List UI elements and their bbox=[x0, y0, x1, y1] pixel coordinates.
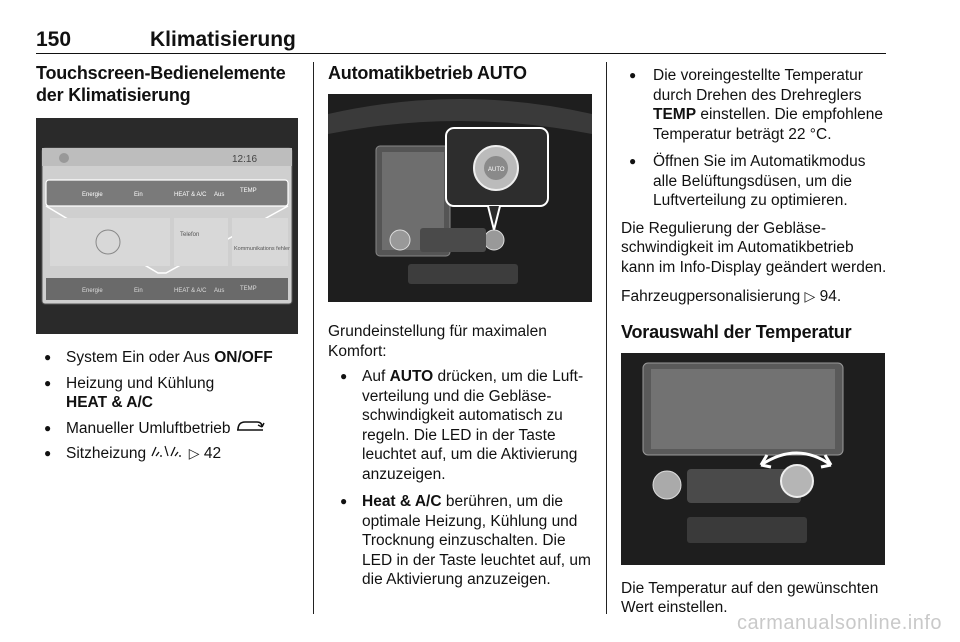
col3-bullet-list: Die voreingestellte Temperatur durch Dre… bbox=[621, 66, 887, 211]
chapter-title: Klimatisierung bbox=[150, 28, 296, 51]
page-number: 150 bbox=[36, 28, 72, 51]
column-3: Die voreingestellte Temperatur durch Dre… bbox=[621, 66, 887, 618]
figure-caption: Die Temperatur auf den gewünschten Wert … bbox=[621, 579, 879, 617]
fig-bottom-temp: TEMP bbox=[240, 286, 257, 292]
section-heading-auto: Automatikbetrieb AUTO bbox=[328, 63, 527, 83]
col1-bullet-list: System Ein oder Aus ON/OFF Heizung und K… bbox=[36, 348, 298, 464]
seat-heat-icon bbox=[150, 444, 184, 464]
column-1: Touchscreen-Bedienelemente der Klimatisi… bbox=[36, 62, 298, 470]
col2-bullet-list: Auf AUTO drücken, um die Luft­verteilung… bbox=[328, 367, 592, 590]
page-ref-icon: ▷ bbox=[188, 445, 200, 462]
fan-paragraph: Die Regulierung der Gebläse­schwindigkei… bbox=[621, 219, 887, 276]
watermark: carmanualsonline.info bbox=[736, 612, 942, 634]
fig-bottom-energie: Energie bbox=[82, 288, 103, 294]
time-label: 12:16 bbox=[232, 154, 257, 165]
column-divider-2 bbox=[606, 62, 607, 614]
fig-bottom-ein: Ein bbox=[134, 288, 143, 294]
list-item: Manueller Umluftbetrieb bbox=[36, 419, 298, 439]
list-item: System Ein oder Aus ON/OFF bbox=[36, 348, 298, 368]
fig-button-heat: HEAT & A/C bbox=[174, 192, 207, 198]
fig-button-ein: Ein bbox=[134, 192, 143, 198]
fig-tile-telefon: Telefon bbox=[180, 232, 199, 238]
recirculation-icon bbox=[235, 419, 265, 439]
page-header: 150 Klimatisierung bbox=[36, 22, 886, 54]
list-item: Auf AUTO drücken, um die Luft­verteilung… bbox=[328, 367, 592, 484]
column-divider-1 bbox=[313, 62, 314, 614]
list-item: Öffnen Sie im Automatikmodus alle Belüft… bbox=[621, 152, 887, 211]
list-item: Die voreingestellte Temperatur durch Dre… bbox=[621, 66, 887, 144]
page-ref-icon: ▷ bbox=[804, 288, 816, 304]
touchscreen-figure: 12:16 Energie Ein HEAT & A/C Aus TEMP Te… bbox=[36, 118, 298, 334]
auto-button-figure: AUTO bbox=[328, 94, 592, 302]
fig-button-energie: Energie bbox=[82, 192, 103, 198]
personalisation-paragraph: Fahrzeugpersonalisierung ▷ 94. bbox=[621, 288, 842, 305]
list-item: Heat & A/C berühren, um die optimale Hei… bbox=[328, 492, 592, 590]
svg-text:AUTO: AUTO bbox=[488, 167, 505, 173]
section-heading-touchscreen: Touchscreen-Bedienelemente der Klimatisi… bbox=[36, 63, 286, 105]
intro-paragraph: Grundeinstellung für maximalen Komfort: bbox=[328, 323, 547, 360]
fig-bottom-heat: HEAT & A/C bbox=[174, 288, 207, 294]
fig-bottom-aus: Aus bbox=[214, 288, 224, 294]
section-heading-temperature: Vorauswahl der Temperatur bbox=[621, 321, 852, 342]
list-item: Sitzheizung ▷ 42 bbox=[36, 444, 298, 464]
fig-tile-kommunikation: Kommunikations fehler bbox=[234, 246, 290, 252]
fig-button-aus: Aus bbox=[214, 192, 224, 198]
temperature-dial-figure bbox=[621, 352, 885, 565]
fig-button-temp: TEMP bbox=[240, 188, 257, 194]
list-item: Heizung und Kühlung HEAT & A/C bbox=[36, 374, 298, 413]
column-2: Automatikbetrieb AUTO AUTO Grundeinstell… bbox=[328, 62, 592, 596]
